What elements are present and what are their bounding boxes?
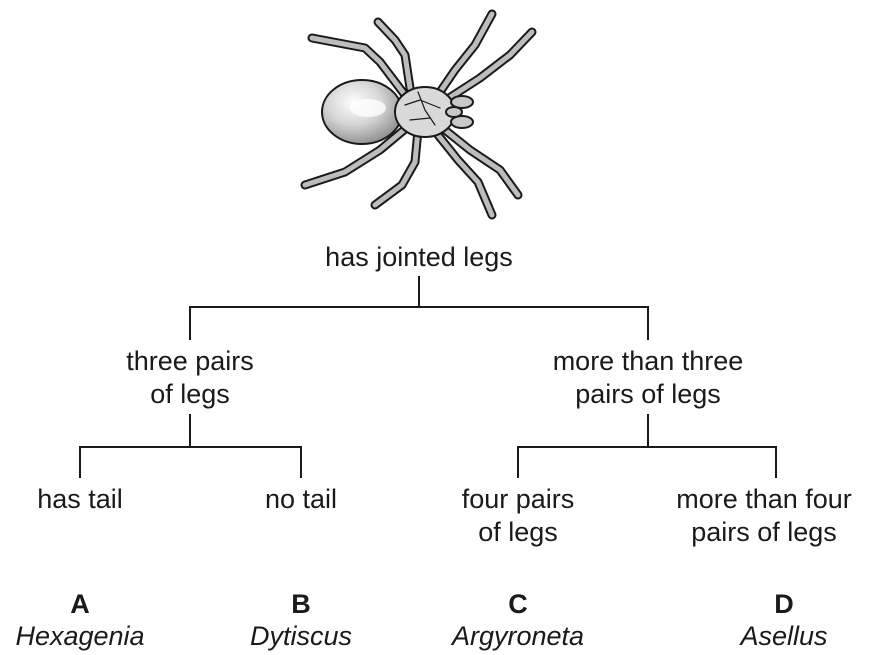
root-connector [190, 276, 648, 340]
leaf-label-more-than-four: more than four pairs of legs [656, 483, 872, 549]
option-b-letter: B [221, 588, 381, 620]
right-branch-label: more than three pairs of legs [508, 345, 788, 411]
option-c-letter: C [418, 588, 618, 620]
leaf-label-four-pairs: four pairs of legs [418, 483, 618, 549]
leaf-label-has-tail: has tail [5, 483, 155, 516]
right-branch-line-2: pairs of legs [508, 378, 788, 411]
right-branch-connector [518, 414, 776, 478]
left-branch-label: three pairs of legs [65, 345, 315, 411]
option-a-letter: A [0, 588, 160, 620]
option-c-name: Argyroneta [418, 620, 618, 652]
right-branch-line-1: more than three [508, 345, 788, 378]
option-d-name: Asellus [684, 620, 874, 652]
leaf-four-pairs-line-2: of legs [418, 516, 618, 549]
left-branch-line-1: three pairs [65, 345, 315, 378]
root-label: has jointed legs [269, 241, 569, 274]
spider-illustration [305, 14, 532, 215]
left-branch-connector [80, 414, 301, 478]
option-b-name: Dytiscus [221, 620, 381, 652]
left-branch-line-2: of legs [65, 378, 315, 411]
leaf-label-no-tail: no tail [226, 483, 376, 516]
leaf-four-pairs-line-1: four pairs [418, 483, 618, 516]
option-d-letter: D [684, 588, 874, 620]
option-a-name: Hexagenia [0, 620, 160, 652]
leaf-more-than-four-line-2: pairs of legs [656, 516, 872, 549]
leaf-more-than-four-line-1: more than four [656, 483, 872, 516]
